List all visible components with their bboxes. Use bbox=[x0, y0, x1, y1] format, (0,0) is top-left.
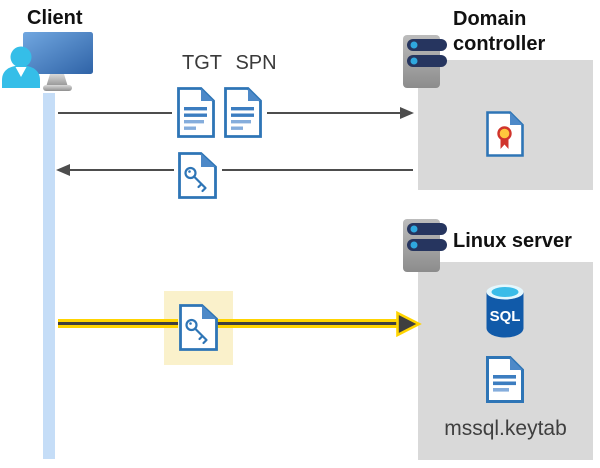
response-arrow-line-right bbox=[222, 169, 413, 171]
client-lifeline bbox=[43, 93, 55, 459]
request-arrow-head bbox=[400, 107, 414, 119]
keytab-document-icon bbox=[485, 355, 525, 404]
domain-controller-server-icon bbox=[401, 34, 449, 89]
client-user-monitor-icon bbox=[0, 30, 96, 96]
client-label: Client bbox=[27, 7, 83, 29]
sql-badge-text: SQL bbox=[490, 308, 521, 325]
keytab-arrow-line-left bbox=[58, 319, 178, 328]
linux-server-label: Linux server bbox=[453, 230, 572, 252]
response-arrow-line-left bbox=[69, 169, 174, 171]
keytab-arrow-head bbox=[396, 311, 422, 337]
keytab-filename-label: mssql.keytab bbox=[444, 417, 567, 440]
spn-document-icon bbox=[223, 86, 263, 139]
tgt-document-icon bbox=[176, 86, 216, 139]
tgt-label: TGT bbox=[182, 52, 222, 74]
keytab-arrow-line-right bbox=[217, 319, 398, 328]
spn-label: SPN bbox=[235, 52, 277, 74]
request-arrow-line-left bbox=[58, 112, 172, 114]
key-document-icon bbox=[177, 151, 218, 200]
linux-server-icon bbox=[401, 218, 449, 273]
domain-controller-label: Domain controller bbox=[453, 8, 546, 55]
response-arrow-head bbox=[56, 164, 70, 176]
sql-database-icon: SQL bbox=[485, 283, 525, 338]
certificate-icon bbox=[485, 110, 525, 158]
request-arrow-line-right bbox=[267, 112, 401, 114]
key-document-icon bbox=[178, 303, 219, 352]
